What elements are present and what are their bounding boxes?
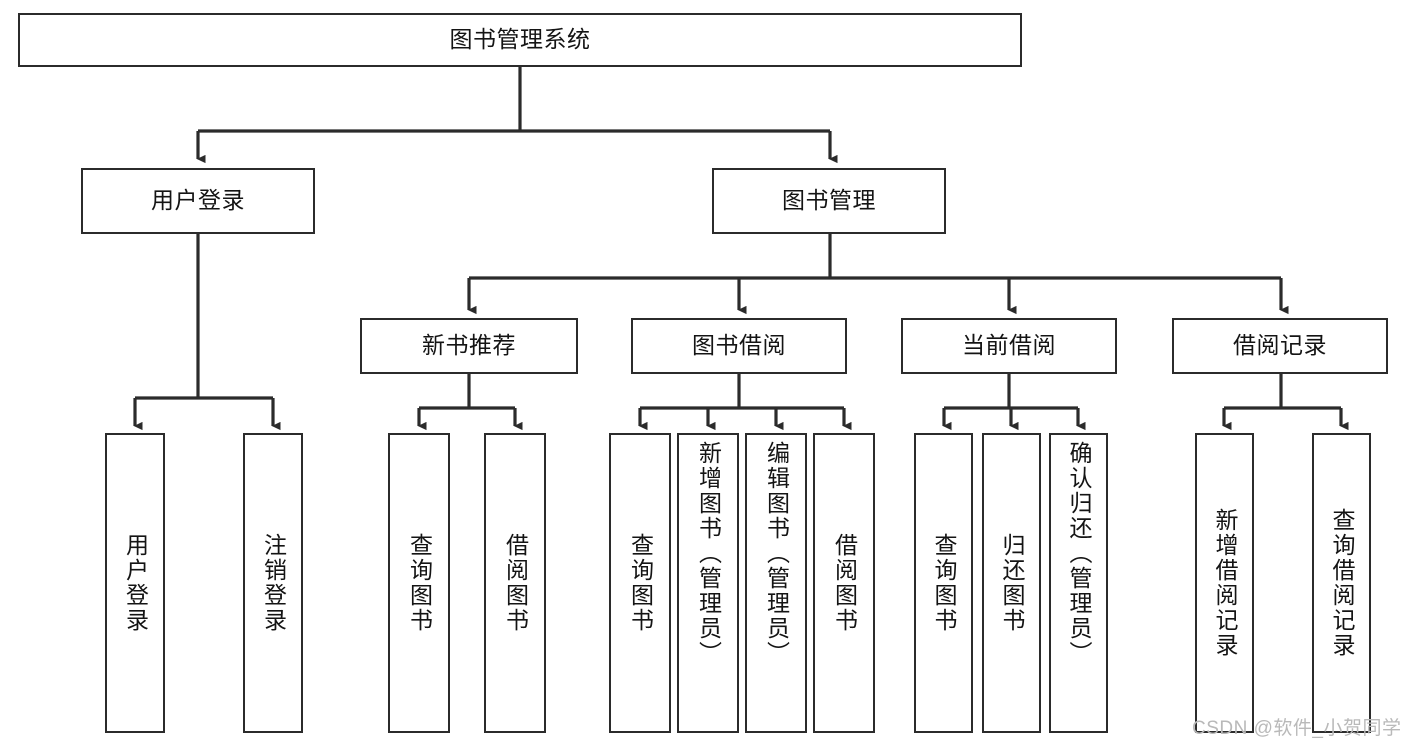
- node-current-borrow[interactable]: 当前借阅: [901, 318, 1117, 374]
- node-borrow-records[interactable]: 借阅记录: [1172, 318, 1388, 374]
- node-label: 注销登录: [260, 533, 287, 633]
- leaf-borrow-borrow-book[interactable]: 借阅图书: [813, 433, 875, 733]
- leaf-current-return-book[interactable]: 归还图书: [982, 433, 1041, 733]
- node-user-login[interactable]: 用户登录: [81, 168, 315, 234]
- node-label: 用户登录: [151, 187, 245, 214]
- node-label: 查询借阅记录: [1329, 508, 1355, 658]
- leaf-recommend-borrow-book[interactable]: 借阅图书: [484, 433, 546, 733]
- leaf-borrow-add-book-admin[interactable]: 新增图书（管理员）: [677, 433, 739, 733]
- watermark-text: CSDN @软件_小贺同学: [1192, 718, 1402, 739]
- node-label: 借阅图书: [502, 533, 529, 633]
- leaf-current-confirm-return-admin[interactable]: 确认归还（管理员）: [1049, 433, 1108, 733]
- node-label: 图书管理: [782, 187, 876, 214]
- leaf-user-login-logout[interactable]: 注销登录: [243, 433, 303, 733]
- node-book-borrow[interactable]: 图书借阅: [631, 318, 847, 374]
- node-new-book-recommend[interactable]: 新书推荐: [360, 318, 578, 374]
- node-label: 新增借阅记录: [1212, 508, 1238, 658]
- node-label: 确认归还（管理员）: [1066, 441, 1092, 666]
- leaf-recommend-query-book[interactable]: 查询图书: [388, 433, 450, 733]
- node-label: 当前借阅: [962, 332, 1056, 359]
- node-label: 图书借阅: [692, 332, 786, 359]
- leaf-records-query-record[interactable]: 查询借阅记录: [1312, 433, 1371, 733]
- node-label: 用户登录: [122, 533, 149, 633]
- leaf-current-query-book[interactable]: 查询图书: [914, 433, 973, 733]
- node-label: 新增图书（管理员）: [695, 441, 722, 666]
- node-label: 借阅记录: [1233, 332, 1327, 359]
- node-label: 归还图书: [999, 533, 1025, 633]
- node-label: 借阅图书: [831, 533, 858, 633]
- node-label: 图书管理系统: [449, 26, 591, 53]
- node-label: 查询图书: [931, 533, 957, 633]
- node-book-management[interactable]: 图书管理: [712, 168, 946, 234]
- node-label: 编辑图书（管理员）: [763, 441, 790, 666]
- node-label: 查询图书: [406, 533, 433, 633]
- node-label: 新书推荐: [422, 332, 516, 359]
- leaf-borrow-query-book[interactable]: 查询图书: [609, 433, 671, 733]
- node-label: 查询图书: [627, 533, 654, 633]
- leaf-user-login-login[interactable]: 用户登录: [105, 433, 165, 733]
- node-root-book-management-system[interactable]: 图书管理系统: [18, 13, 1022, 67]
- leaf-records-add-record[interactable]: 新增借阅记录: [1195, 433, 1254, 733]
- leaf-borrow-edit-book-admin[interactable]: 编辑图书（管理员）: [745, 433, 807, 733]
